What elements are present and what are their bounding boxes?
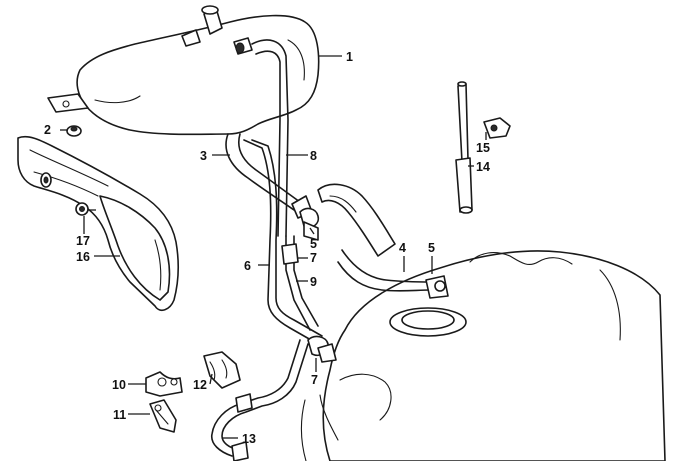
hose-8 [251, 39, 289, 237]
label-13: 13 [242, 432, 256, 446]
label-17: 17 [76, 234, 90, 248]
label-7-upper: 7 [310, 251, 317, 265]
hose-6 [243, 139, 323, 345]
label-12: 12 [193, 378, 207, 392]
clip-12 [203, 351, 241, 389]
clip-15 [483, 117, 511, 139]
label-4: 4 [399, 241, 406, 255]
label-3: 3 [200, 149, 207, 163]
label-7-lower: 7 [311, 373, 318, 387]
label-16: 16 [76, 250, 90, 264]
rod-14 [455, 81, 473, 214]
label-8: 8 [310, 149, 317, 163]
clip-11 [149, 399, 177, 433]
label-6: 6 [244, 259, 251, 273]
expansion-tank [47, 5, 320, 136]
label-1: 1 [346, 50, 353, 64]
label-5-right: 5 [428, 241, 435, 255]
label-10: 10 [112, 378, 126, 392]
clamp-upper [299, 207, 320, 241]
part-labels: 1 2 3 4 5 5 6 7 7 8 9 10 11 12 13 14 15 … [44, 50, 490, 446]
heat-shield [17, 135, 179, 312]
fuel-tank [300, 183, 666, 461]
clip-10 [145, 371, 183, 397]
part-2-nut [66, 125, 82, 137]
hose-13 [210, 339, 309, 461]
clamp-lower [307, 335, 337, 363]
label-15: 15 [476, 141, 490, 155]
label-14: 14 [476, 160, 490, 174]
hose-9 [281, 235, 319, 331]
label-9: 9 [310, 275, 317, 289]
label-11: 11 [113, 408, 126, 422]
leader-lines [60, 55, 487, 439]
label-2: 2 [44, 123, 51, 137]
hose-4 [337, 249, 449, 299]
label-5-upper: 5 [310, 237, 317, 251]
part-17-nut [75, 202, 89, 216]
